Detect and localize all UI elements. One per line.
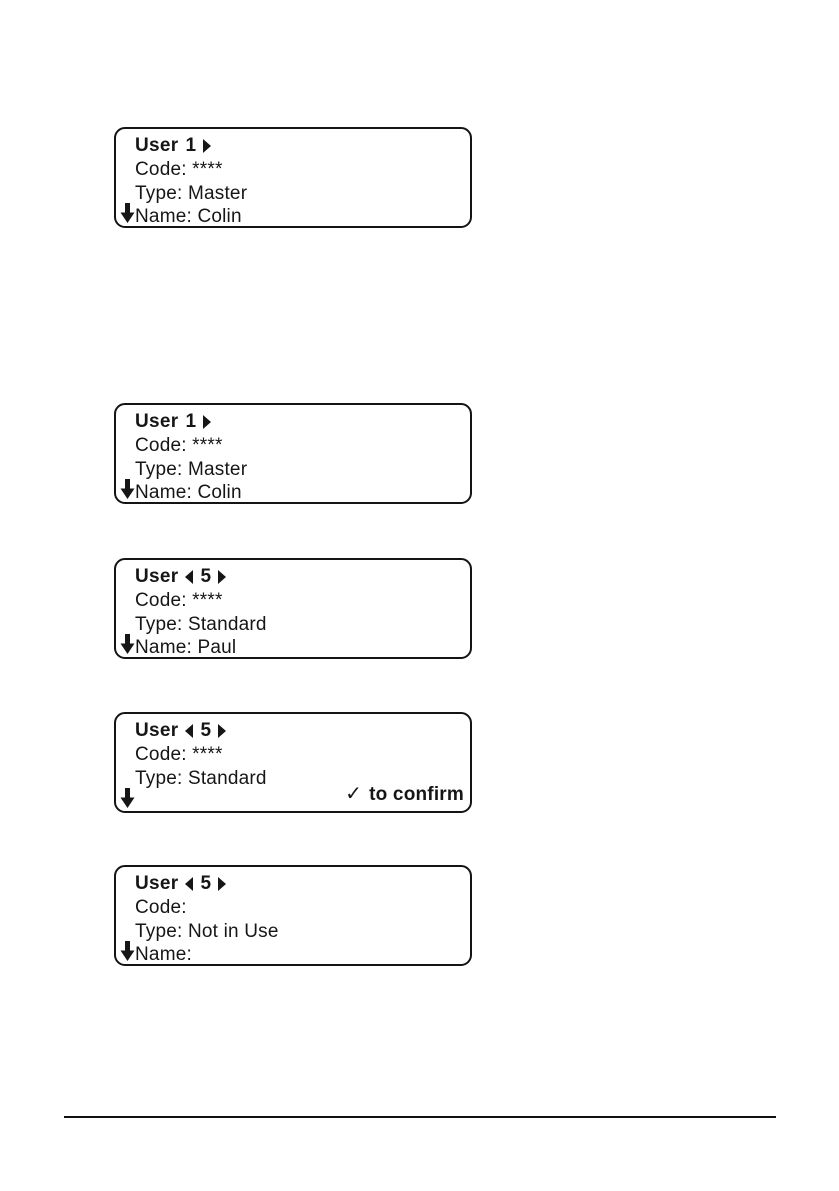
next-user-icon (203, 414, 212, 429)
title-number: 5 (200, 872, 212, 894)
code-row: Code: (135, 897, 187, 918)
title-prefix: User (135, 410, 179, 432)
next-user-icon (218, 876, 227, 891)
title-prefix: User (135, 872, 179, 894)
confirm-hint-text: to confirm (369, 784, 464, 805)
type-row: Type: Master (135, 182, 248, 204)
scroll-down-icon (120, 479, 135, 499)
name-row: Name: Colin (135, 482, 242, 503)
name-row: Name: Colin (135, 206, 242, 227)
scroll-down-icon (120, 788, 135, 808)
title-number: 1 (185, 410, 197, 432)
title-number: 1 (185, 134, 197, 156)
screen-title: User 5 (135, 564, 470, 589)
code-row: Code: **** (135, 159, 223, 180)
screen-title: User 5 (135, 871, 470, 896)
type-row: Type: Standard (135, 613, 267, 635)
confirm-check-icon: ✓ (345, 783, 363, 805)
footer-divider (64, 1116, 776, 1118)
title-number: 5 (200, 565, 212, 587)
lcd-screen-user1-master-repeat: User 1 Code: **** Type: Master Name: Coli… (114, 403, 472, 504)
lcd-screen-user5-confirm: User 5 Code: **** Type: Standard ✓ to con… (114, 712, 472, 813)
screen-title: User 5 (135, 718, 470, 743)
title-number: 5 (200, 719, 212, 741)
lcd-screen-user1-master: User 1 Code: **** Type: Master Name: Coli… (114, 127, 472, 228)
scroll-down-icon (120, 203, 135, 223)
code-row: Code: **** (135, 435, 223, 456)
name-row: Name: (135, 944, 192, 965)
lcd-screen-user5-standard: User 5 Code: **** Type: Standard Name: Pa… (114, 558, 472, 659)
screen-title: User 1 (135, 409, 470, 434)
lcd-screen-user5-not-in-use: User 5 Code: Type: Not in Use Name: (114, 865, 472, 966)
title-prefix: User (135, 565, 179, 587)
type-row: Type: Master (135, 458, 248, 480)
title-prefix: User (135, 719, 179, 741)
scroll-down-icon (120, 634, 135, 654)
next-user-icon (218, 569, 227, 584)
previous-user-icon (185, 723, 194, 738)
next-user-icon (218, 723, 227, 738)
code-row: Code: **** (135, 590, 223, 611)
name-row: Name: Paul (135, 637, 237, 658)
next-user-icon (203, 138, 212, 153)
screen-title: User 1 (135, 133, 470, 158)
title-prefix: User (135, 134, 179, 156)
previous-user-icon (185, 569, 194, 584)
confirm-hint: ✓ to confirm (345, 781, 464, 806)
code-row: Code: **** (135, 744, 223, 765)
type-row: Type: Standard (135, 767, 267, 789)
type-row: Type: Not in Use (135, 920, 279, 942)
scroll-down-icon (120, 941, 135, 961)
previous-user-icon (185, 876, 194, 891)
